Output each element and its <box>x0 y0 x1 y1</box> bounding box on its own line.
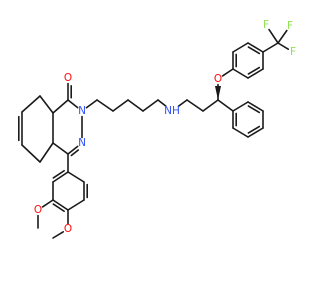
stereo-wedge-bond <box>215 86 221 100</box>
bond-ph4-ph5 <box>247 101 264 112</box>
bond-d5-d0 <box>67 171 85 183</box>
bond-c4-r5 <box>52 142 69 155</box>
bond-n2-ch1 <box>85 99 98 109</box>
bond-q2-q3-double <box>247 46 261 55</box>
bond-o_ether-q0 <box>221 68 234 77</box>
bond-cf-f2 <box>277 29 288 44</box>
atom-label-o_me1: O <box>34 204 42 216</box>
bond-r6-r1 <box>39 95 54 114</box>
bond-d2-o_me1 <box>41 199 54 208</box>
bond-d2-d3 <box>52 199 69 211</box>
bond-p1-p2 <box>186 99 204 112</box>
bond-d0-d1 <box>52 171 69 183</box>
bond-r1-r2 <box>21 95 41 113</box>
bond-ch3-ch4 <box>127 99 144 112</box>
bond-p3-ph0 <box>217 99 234 112</box>
bond-r6-c1 <box>52 99 69 114</box>
atom-label-n2: N <box>78 105 86 117</box>
bond-d3-d4 <box>67 199 85 211</box>
atom-label-o_ether: O <box>214 73 222 85</box>
bond-q4-q5 <box>247 68 264 79</box>
bond-cf-f1 <box>268 28 279 44</box>
bond-ch1-ch2 <box>96 99 114 112</box>
bond-ch4-ch5 <box>142 99 159 112</box>
atom-label-f2: F <box>287 20 293 32</box>
bond-r4-r5 <box>39 142 54 163</box>
bond-q2-q3 <box>247 42 264 53</box>
bond-d0-d1-double <box>52 169 65 179</box>
bond-c1-n2 <box>67 99 79 109</box>
bond-ph1-ph2 <box>232 127 249 138</box>
bond-nh-p1 <box>177 99 188 108</box>
atom-label-o1: O <box>64 72 72 84</box>
bond-n3-c4-double <box>70 149 80 157</box>
bond-cf-f3 <box>277 42 290 50</box>
bond-q1-q2 <box>232 42 249 53</box>
atom-labels: O N N NH O O O F F F <box>34 19 296 235</box>
bond-n3-c4 <box>67 145 79 155</box>
molecule-structure-diagram: O N N NH O O O F F F <box>17 19 296 239</box>
bond-ph2-ph3 <box>247 127 264 138</box>
atom-label-nh: NH <box>164 105 180 117</box>
bond-ch2-ch3 <box>112 99 129 112</box>
atom-label-o_me2: O <box>64 223 72 235</box>
atom-label-f3: F <box>290 46 296 58</box>
atom-label-f1: F <box>263 19 269 31</box>
bond-o_me2-me2 <box>52 231 65 239</box>
bond-d2-d3-double <box>52 203 65 213</box>
bond-q3-cf <box>262 42 279 53</box>
bond-ph5-ph0 <box>232 101 249 112</box>
bond-r3-r4 <box>21 144 41 163</box>
bond-ph2-ph3-double <box>247 125 261 134</box>
bond-lines <box>17 28 290 239</box>
bond-p2-p3 <box>202 99 219 112</box>
atom-label-n3: N <box>78 137 86 149</box>
bond-ph4-ph5-double <box>247 105 261 114</box>
bond-ch5-nh <box>157 99 167 107</box>
bond-q4-q5-double <box>247 66 261 75</box>
bond-q5-q0 <box>232 68 249 79</box>
